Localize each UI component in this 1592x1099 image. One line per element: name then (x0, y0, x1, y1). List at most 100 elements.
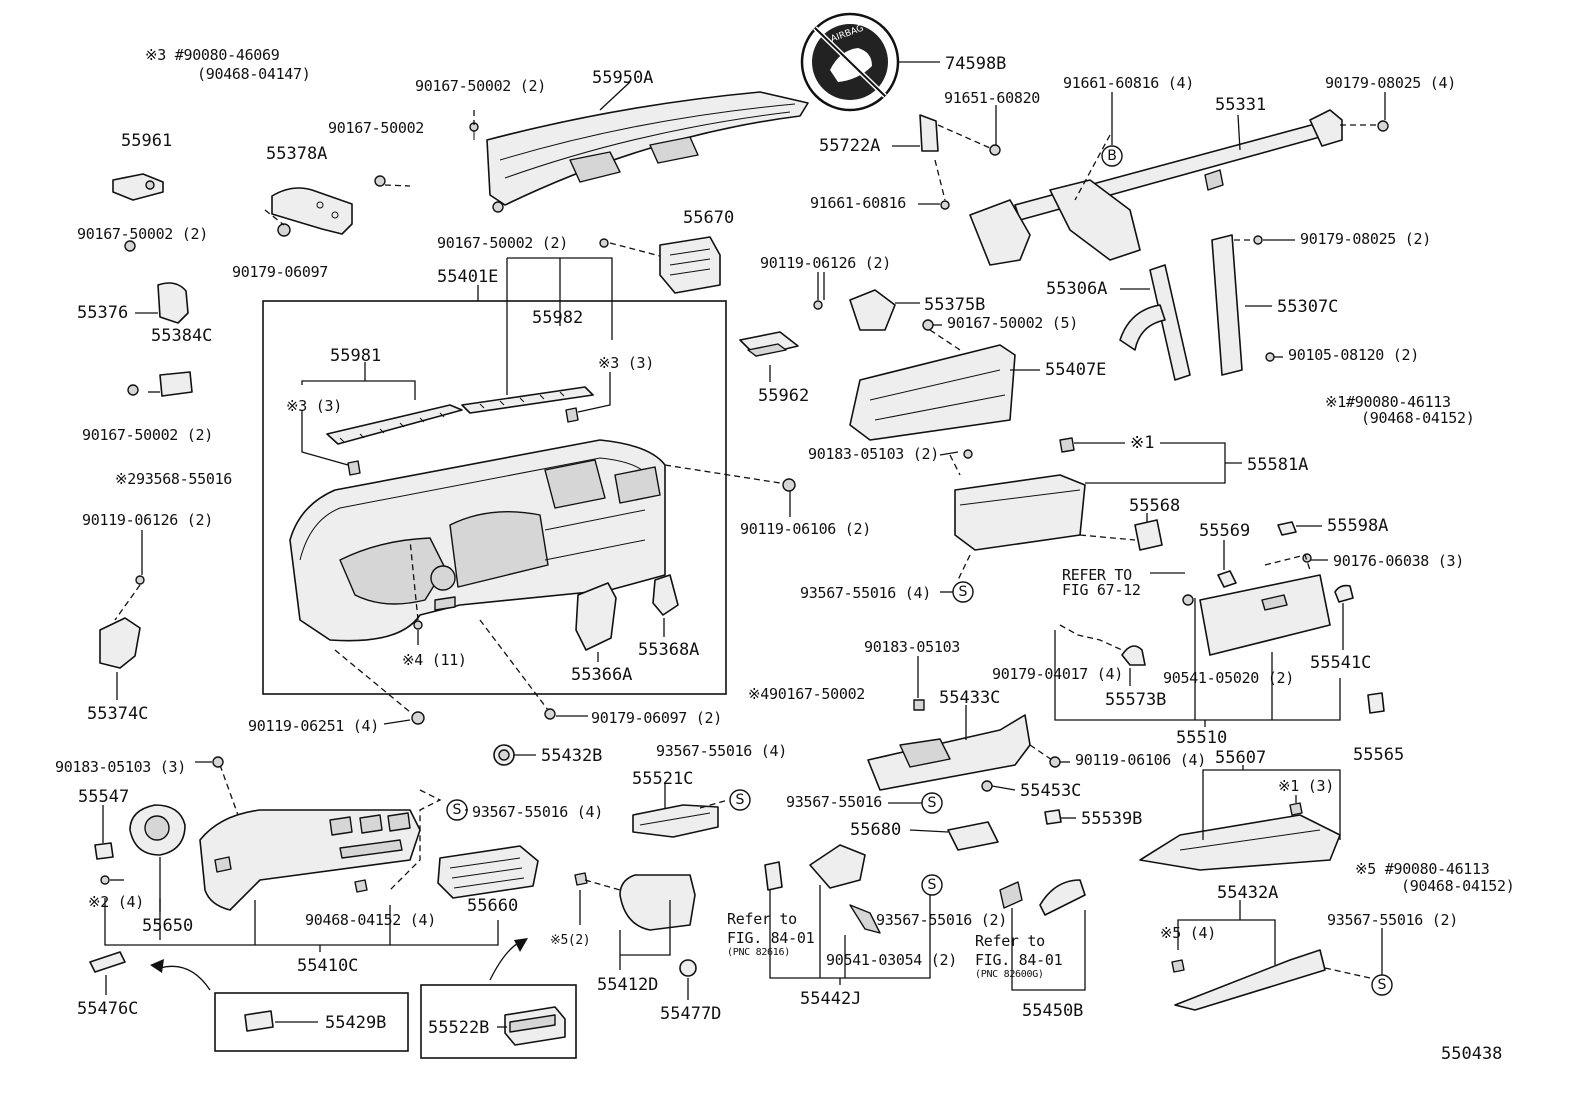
callout-label: 55432B (541, 746, 603, 766)
part-55568-bracket (1134, 519, 1163, 551)
callout-label: 55307C (1277, 297, 1339, 317)
callout-label: 90119-06106 (2) (740, 520, 871, 538)
part-55306A-brace (1119, 264, 1191, 381)
callout-label: 55982 (532, 308, 584, 328)
callout-label: 90183-05103 (2) (808, 445, 939, 463)
callout-label: 90179-06097 (2) (591, 709, 722, 727)
callout-label: 90183-05103 (864, 638, 961, 656)
symbol-circled-S-3: S (729, 789, 751, 811)
part-55401E-instrument-panel (289, 439, 666, 642)
part-55961-clip (112, 173, 164, 201)
callout-label: ※5 (4) (1160, 924, 1216, 942)
callout-label: 55366A (571, 665, 633, 685)
callout-label: (PNC 82600G) (975, 969, 1044, 980)
part-55660-center-vent (437, 845, 539, 899)
callout-label: 90167-50002 (328, 119, 425, 137)
instrument-panel-group-box (262, 300, 727, 695)
callout-label: 55650 (142, 916, 194, 936)
part-55450B-cover (999, 879, 1086, 916)
callout-label: 55962 (758, 386, 810, 406)
callout-label: 55547 (78, 787, 130, 807)
callout-label: 55950A (592, 68, 654, 88)
symbol-circled-S-1: S (952, 581, 974, 603)
part-55607-under-cover (1139, 802, 1341, 871)
part-55331-steering-support (969, 109, 1343, 266)
svg-text:S: S (1378, 977, 1387, 993)
callout-label: 91661-60816 (4) (1063, 74, 1194, 92)
callout-label: 90167-50002 (2) (415, 77, 546, 95)
callout-label: 55331 (1215, 95, 1267, 115)
callout-label: 55453C (1020, 781, 1082, 801)
callout-label: 55477D (660, 1004, 722, 1024)
callout-label: 90167-50002 (2) (437, 234, 568, 252)
callout-label: 55433C (939, 688, 1001, 708)
callout-label: 55510 (1176, 728, 1228, 748)
callout-label: (90468-04152) (1361, 409, 1475, 427)
part-55950A-defroster-nozzle (486, 91, 809, 213)
callout-label: 90179-08025 (2) (1300, 230, 1431, 248)
part-55521C-pocket (632, 804, 719, 838)
part-55573B-cable (1121, 645, 1146, 666)
callout-label: 55429B (325, 1013, 387, 1033)
part-55407E-lower-panel (849, 344, 1016, 441)
callout-label: ※3 (3) (598, 354, 654, 372)
part-55581A-glove-box (954, 437, 1086, 551)
airbag-label-icon: AIRBAG (800, 12, 900, 112)
callout-label: 93567-55016 (4) (472, 803, 603, 821)
callout-label: 93567-55016 (786, 793, 883, 811)
part-55962-panel (739, 331, 799, 357)
symbol-circled-S-6: S (1371, 974, 1393, 996)
callout-label: 90183-05103 (3) (55, 758, 186, 776)
callout-label: 90119-06126 (2) (82, 511, 213, 529)
part-55432A-scuff-plate (1171, 949, 1326, 1011)
callout-label: 55541C (1310, 653, 1372, 673)
part-55670-vent (659, 236, 721, 294)
part-55375B-bracket (849, 289, 896, 331)
callout-label: ※5(2) (550, 933, 591, 948)
inset-box-55522B (420, 984, 577, 1059)
callout-label: ※490167-50002 (748, 685, 866, 703)
part-55680-vent (947, 821, 999, 851)
part-55510-glove-door (1199, 574, 1331, 656)
callout-label: 90468-04152 (4) (305, 911, 436, 929)
callout-label: 55374C (87, 704, 149, 724)
callout-label: ※1 (1130, 433, 1155, 453)
callout-label: 55378A (266, 144, 328, 164)
callout-label: 55306A (1046, 279, 1108, 299)
callout-label: 55450B (1022, 1001, 1084, 1021)
part-55722A-bracket (919, 114, 939, 152)
callout-label: 55432A (1217, 883, 1279, 903)
callout-label: 550438 (1441, 1044, 1503, 1064)
callout-label: 55565 (1353, 745, 1405, 765)
arrow-55429B (159, 965, 211, 991)
symbol-circled-S-4: S (921, 792, 943, 814)
svg-text:S: S (928, 795, 937, 811)
part-bezel-82616 (764, 861, 783, 891)
callout-label: 93567-55016 (2) (876, 911, 1007, 929)
callout-label: (PNC 82616) (727, 947, 790, 958)
callout-label: 90167-50002 (2) (82, 426, 213, 444)
callout-label: 55442J (800, 989, 862, 1009)
callout-label: 55598A (1327, 516, 1389, 536)
callout-label: Refer to (727, 910, 797, 928)
part-55429B-switch (244, 1010, 274, 1032)
part-55565-cover (1367, 692, 1385, 714)
callout-label: 55569 (1199, 521, 1251, 541)
callout-label: ※3 (3) (286, 397, 342, 415)
callout-label: ※5 #90080-46113 (1355, 860, 1490, 878)
callout-label: 55573B (1105, 690, 1167, 710)
fastener-screws-top (124, 122, 609, 396)
callout-label: 55568 (1129, 496, 1181, 516)
callout-label: 90176-06038 (3) (1333, 552, 1464, 570)
part-55412D-assist-grip (574, 872, 696, 931)
part-55376-bracket (157, 282, 189, 324)
part-55374C-bracket (99, 575, 145, 669)
callout-label: 55410C (297, 956, 359, 976)
callout-label: 55961 (121, 131, 173, 151)
callout-label: FIG 67-12 (1062, 581, 1141, 599)
callout-label: 90119-06106 (4) (1075, 751, 1206, 769)
callout-label: ※3 #90080-46069 (145, 46, 280, 64)
callout-label: 91651-60820 (944, 89, 1041, 107)
